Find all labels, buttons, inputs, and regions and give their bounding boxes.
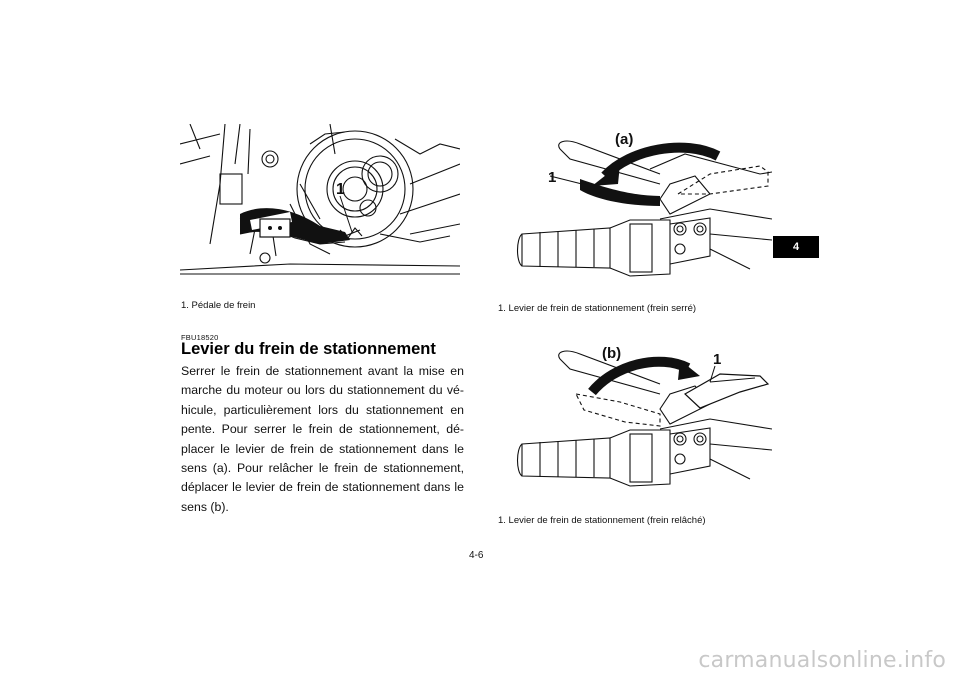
lever-released-label: (b) xyxy=(602,345,621,362)
page-number: 4-6 xyxy=(469,550,484,561)
brake-pedal-caption: 1. Pédale de frein xyxy=(181,300,256,311)
lever-applied-caption: 1. Levier de frein de stationnement (fre… xyxy=(498,303,697,314)
brake-pedal-callout: 1 xyxy=(336,181,345,198)
lever-released-caption: 1. Levier de frein de stationnement (fre… xyxy=(498,515,706,526)
section-body: Serrer le frein de stationnement avant l… xyxy=(181,364,464,514)
watermark: carmanualsonline.info xyxy=(698,648,946,673)
lever-released-illustration: (b) 1 xyxy=(510,334,773,502)
section-code: FBU18520 xyxy=(181,333,219,342)
lever-applied-drawing: (a) 1 xyxy=(516,131,773,277)
lever-released-callout: 1 xyxy=(713,351,721,368)
chapter-tab: 4 xyxy=(773,236,819,258)
section-title: Levier du frein de stationnement xyxy=(181,340,436,358)
lever-applied-label: (a) xyxy=(615,131,633,148)
lever-released-drawing: (b) 1 xyxy=(516,345,773,487)
brake-pedal-drawing: 1 xyxy=(179,123,461,275)
brake-pedal-illustration: 1 xyxy=(179,123,461,276)
lever-applied-illustration: (a) 1 xyxy=(510,124,773,292)
lever-applied-callout: 1 xyxy=(548,169,556,186)
